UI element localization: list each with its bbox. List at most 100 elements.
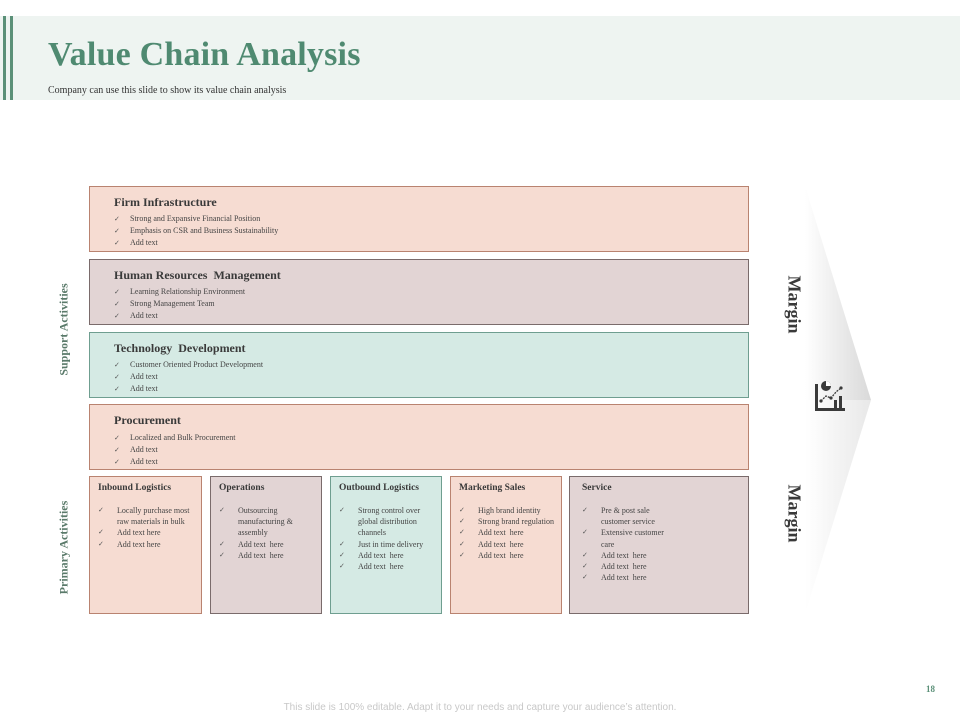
check-icon: ✓ [98,539,104,548]
support-row-firm-infrastructure: Firm Infrastructure ✓Strong and Expansiv… [89,186,749,252]
support-row-title: Technology Development [114,341,246,355]
list-item: ✓Emphasis on CSR and Business Sustainabi… [114,226,279,235]
support-row-procurement: Procurement ✓Localized and Bulk Procurem… [89,404,749,470]
list-item: ✓Just in time delivery [339,539,424,549]
check-icon: ✓ [114,458,120,466]
primary-col-title: Outbound Logistics [339,483,419,493]
check-icon: ✓ [582,528,588,537]
list-item: ✓Add text [114,238,158,247]
list-item: ✓Add text [114,384,158,393]
check-icon: ✓ [219,539,225,548]
list-item: ✓Add text here [582,550,647,560]
primary-col-list: ✓Outsourcing manufacturing & assembly ✓A… [219,505,315,561]
check-icon: ✓ [582,562,588,571]
primary-col-operations: Operations ✓Outsourcing manufacturing & … [210,476,322,614]
list-item: ✓Add text here [339,550,404,560]
list-item: ✓Add text here [459,539,524,549]
support-row-title: Human Resources Management [114,268,281,282]
support-row-list: ✓Learning Relationship Environment ✓Stro… [114,286,245,322]
primary-col-marketing-sales: Marketing Sales ✓High brand identity ✓St… [450,476,562,614]
list-item: ✓Learning Relationship Environment [114,287,246,296]
check-icon: ✓ [98,506,104,514]
accent-bar [3,16,6,100]
list-item: ✓Add text here [98,539,161,549]
list-item: ✓Strong Management Team [114,299,215,308]
primary-col-service: Service ✓Pre & post sale customer servic… [569,476,749,614]
check-icon: ✓ [582,506,588,514]
list-item: ✓Add text [114,372,158,381]
list-item: ✓Add text here [582,573,647,583]
check-icon: ✓ [339,562,345,571]
support-activities-label: Support Activities [56,283,71,376]
list-item: ✓Add text here [339,562,404,572]
check-icon: ✓ [114,446,120,454]
primary-col-title: Inbound Logistics [98,483,172,493]
check-icon: ✓ [114,373,120,381]
page-title: Value Chain Analysis [48,36,361,73]
list-item: ✓Add text here [219,539,284,549]
list-item: ✓Add text here [582,562,647,572]
support-row-title: Procurement [114,413,181,427]
margin-label-bottom: Margin [784,484,805,543]
primary-col-list: ✓Strong control over global distribution… [339,505,435,572]
chart-analytics-icon [815,381,845,411]
primary-col-title: Marketing Sales [459,483,526,493]
check-icon: ✓ [459,528,465,537]
list-item: ✓Pre & post sale customer service [582,506,655,527]
primary-activities-label: Primary Activities [56,500,71,595]
primary-col-list: ✓Locally purchase most raw materials in … [98,505,195,550]
check-icon: ✓ [114,215,120,223]
check-icon: ✓ [582,550,588,559]
check-icon: ✓ [114,385,120,393]
footer-note: This slide is 100% editable. Adapt it to… [283,702,677,713]
list-item: ✓Add text [114,457,158,466]
check-icon: ✓ [114,227,120,235]
list-item: ✓Add text here [98,528,161,538]
list-item: ✓Locally purchase most raw materials in … [98,506,190,527]
page-number: 18 [926,684,935,694]
margin-chevron [805,186,871,614]
check-icon: ✓ [114,239,120,247]
check-icon: ✓ [219,550,225,559]
list-item: ✓Add text [114,445,158,454]
list-item: ✓Strong and Expansive Financial Position [114,214,261,223]
primary-col-title: Operations [219,483,265,493]
list-item: ✓High brand identity [459,506,541,515]
list-item: ✓Add text here [459,528,524,538]
check-icon: ✓ [339,539,345,548]
check-icon: ✓ [114,434,120,442]
check-icon: ✓ [114,300,120,308]
check-icon: ✓ [114,288,120,296]
primary-col-inbound-logistics: Inbound Logistics ✓Locally purchase most… [89,476,202,614]
list-item: ✓Add text [114,311,158,320]
list-item: ✓Outsourcing manufacturing & assembly [219,506,293,538]
support-row-list: ✓Strong and Expansive Financial Position… [114,213,278,249]
list-item: ✓Extensive customer care [582,528,664,549]
page-subtitle: Company can use this slide to show its v… [48,85,287,96]
primary-col-title: Service [582,483,612,493]
list-item: ✓Customer Oriented Product Development [114,360,264,369]
header-band [0,16,960,100]
primary-col-list: ✓High brand identity ✓Strong brand regul… [459,505,555,561]
check-icon: ✓ [459,517,465,526]
check-icon: ✓ [339,550,345,559]
margin-label-top: Margin [784,275,805,334]
list-item: ✓Strong brand regulation [459,517,554,527]
support-row-list: ✓Customer Oriented Product Development ✓… [114,359,263,395]
check-icon: ✓ [219,506,225,514]
primary-col-list: ✓Pre & post sale customer service ✓Exten… [582,505,664,583]
list-item: ✓Add text here [459,550,524,560]
check-icon: ✓ [459,539,465,548]
check-icon: ✓ [98,528,104,537]
list-item: ✓Add text here [219,550,284,560]
support-row-human-resources: Human Resources Management ✓Learning Rel… [89,259,749,325]
check-icon: ✓ [339,506,345,514]
check-icon: ✓ [459,550,465,559]
accent-bar [10,16,13,100]
check-icon: ✓ [459,506,465,514]
primary-col-outbound-logistics: Outbound Logistics ✓Strong control over … [330,476,442,614]
support-row-title: Firm Infrastructure [114,195,217,209]
list-item: ✓Strong control over global distribution… [339,506,421,538]
support-row-technology-development: Technology Development ✓Customer Oriente… [89,332,749,398]
check-icon: ✓ [114,361,120,369]
